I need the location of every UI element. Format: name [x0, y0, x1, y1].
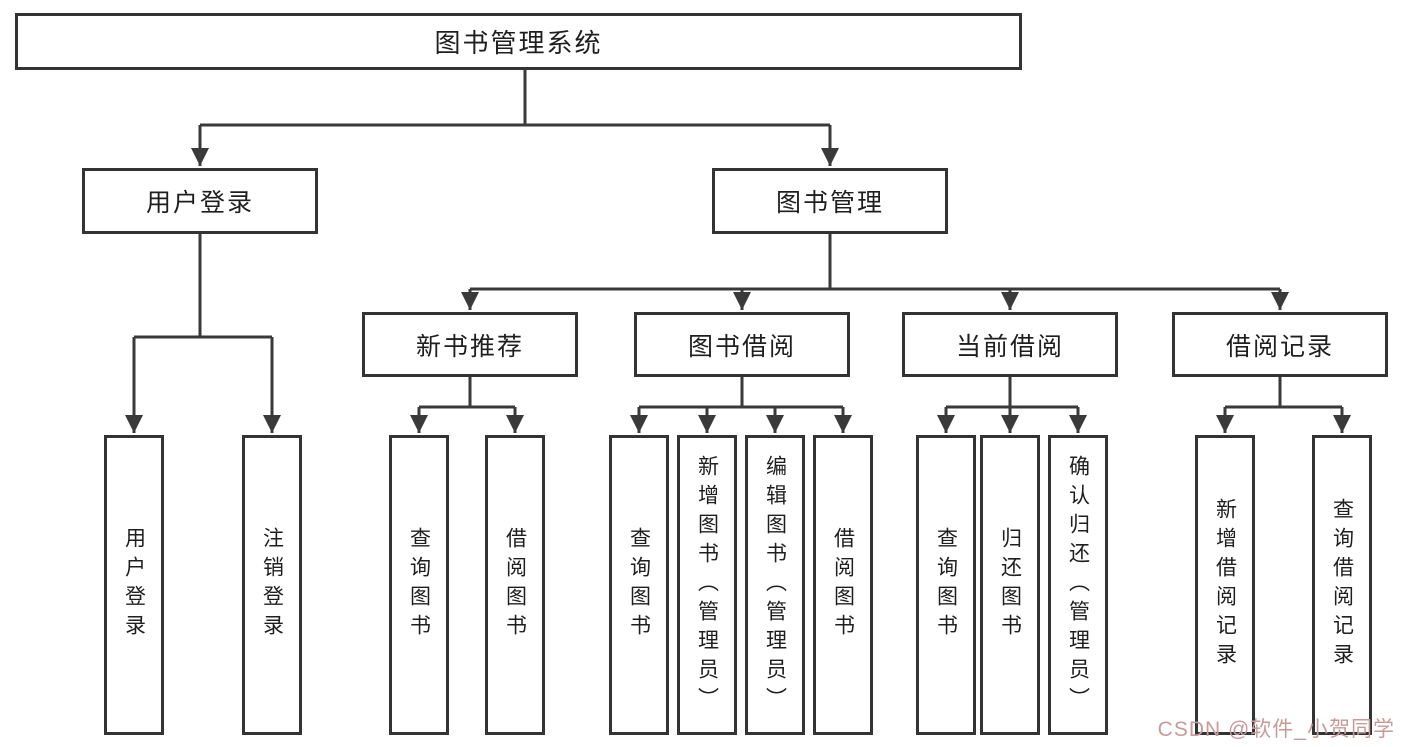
leaf-borrow-books: 借阅图书 [813, 435, 873, 735]
node-current-borrowing-label: 当前借阅 [955, 332, 1064, 361]
leaf-add-borrow-record-label: 新增借阅记录 [1213, 498, 1237, 672]
node-library-management-system: 图书管理系统 [15, 13, 1022, 70]
node-borrowing-records-label: 借阅记录 [1225, 332, 1334, 361]
leaf-cur-query-books: 查询图书 [916, 435, 976, 735]
leaf-rec-borrow-books: 借阅图书 [485, 435, 545, 735]
node-book-borrowing-label: 图书借阅 [687, 332, 796, 361]
node-user-login: 用户登录 [82, 168, 318, 234]
node-new-book-recommendation: 新书推荐 [362, 312, 578, 377]
leaf-query-borrow-record-label: 查询借阅记录 [1330, 498, 1354, 672]
leaf-rec-borrow-books-label: 借阅图书 [503, 527, 527, 643]
leaf-edit-books-admin-label: 编辑图书（管理员） [763, 454, 787, 716]
leaf-return-books-label: 归还图书 [998, 527, 1022, 643]
leaf-add-books-admin: 新增图书（管理员） [677, 435, 737, 735]
leaf-user-login-label: 用户登录 [122, 527, 146, 643]
node-borrowing-records: 借阅记录 [1172, 312, 1388, 377]
leaf-borrow-query-books: 查询图书 [609, 435, 669, 735]
node-book-management: 图书管理 [712, 168, 948, 234]
leaf-confirm-return-admin: 确认归还（管理员） [1048, 435, 1108, 735]
leaf-add-books-admin-label: 新增图书（管理员） [695, 454, 719, 716]
node-book-borrowing: 图书借阅 [634, 312, 850, 377]
leaf-return-books: 归还图书 [980, 435, 1040, 735]
leaf-logout: 注销登录 [242, 435, 302, 735]
leaf-edit-books-admin: 编辑图书（管理员） [745, 435, 805, 735]
leaf-logout-label: 注销登录 [260, 527, 284, 643]
node-book-management-label: 图书管理 [775, 189, 884, 217]
leaf-borrow-query-books-label: 查询图书 [627, 527, 651, 643]
leaf-add-borrow-record: 新增借阅记录 [1195, 435, 1255, 735]
node-library-management-system-label: 图书管理系统 [434, 28, 603, 58]
leaf-borrow-books-label: 借阅图书 [831, 527, 855, 643]
leaf-confirm-return-admin-label: 确认归还（管理员） [1066, 454, 1090, 716]
leaf-cur-query-books-label: 查询图书 [934, 527, 958, 643]
leaf-rec-query-books-label: 查询图书 [407, 527, 431, 643]
leaf-query-borrow-record: 查询借阅记录 [1312, 435, 1372, 735]
node-current-borrowing: 当前借阅 [902, 312, 1118, 377]
leaf-user-login: 用户登录 [104, 435, 164, 735]
csdn-watermark: CSDN @软件_小贺同学 [1157, 718, 1395, 741]
leaf-rec-query-books: 查询图书 [389, 435, 449, 735]
node-user-login-label: 用户登录 [145, 189, 254, 217]
node-new-book-recommendation-label: 新书推荐 [415, 332, 524, 361]
